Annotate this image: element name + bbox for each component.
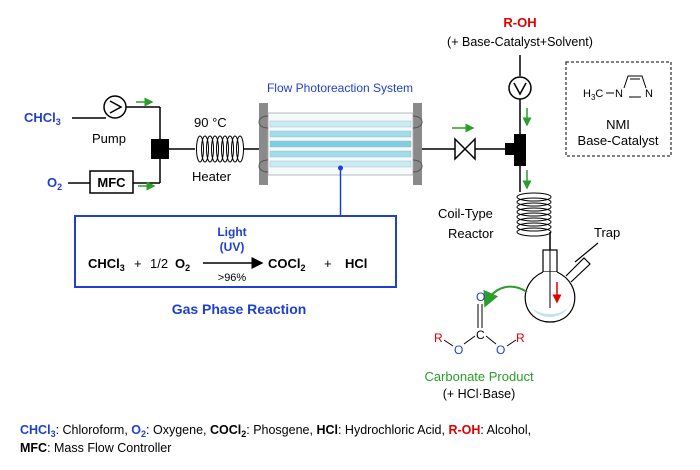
mixer-block: [151, 139, 169, 159]
trap-flask-icon: [524, 242, 599, 323]
coil-label-2: Reactor: [448, 226, 494, 241]
roh-additives: (+ Base-Catalyst+Solvent): [447, 35, 593, 49]
heater-coil-icon: [196, 135, 244, 163]
svg-text:O: O: [496, 343, 505, 357]
pump-label: Pump: [92, 131, 126, 146]
flow-system-title: Flow Photoreaction System: [267, 81, 413, 95]
svg-text:N: N: [615, 88, 623, 100]
plus-1: +: [134, 256, 142, 271]
carbonate-structure: O C O O R R: [434, 290, 525, 357]
legend-line-1: CHCl3: Chloroform, O2: Oxygene, COCl2: P…: [20, 423, 531, 439]
svg-text:C: C: [476, 328, 485, 342]
legend-line-2: MFC: Mass Flow Controller: [20, 441, 171, 455]
plus-2: +: [324, 256, 332, 271]
coef-half: 1/2: [150, 256, 168, 271]
reaction-caption: Gas Phase Reaction: [172, 301, 307, 317]
coil-label-1: Coil-Type: [438, 206, 493, 221]
chcl3-label: CHCl3: [24, 110, 61, 127]
coil-reactor-icon: [516, 192, 552, 237]
photoreactor-unit: [258, 103, 423, 185]
product-byproduct: (+ HCl·Base): [443, 387, 516, 401]
condition-light: Light: [217, 225, 246, 239]
heater-label: Heater: [192, 169, 232, 184]
reactant-o2: O2: [175, 256, 190, 273]
valve-icon: [454, 137, 476, 161]
trap-label: Trap: [594, 225, 620, 240]
mfc-box: [89, 170, 134, 194]
tee-junction: [505, 134, 526, 166]
svg-text:O: O: [476, 290, 485, 304]
pump-icon: [103, 95, 127, 119]
nmi-abbr: NMI: [606, 117, 630, 132]
svg-text:N: N: [645, 88, 653, 100]
svg-text:H3C: H3C: [583, 88, 603, 102]
condition-uv: (UV): [220, 240, 245, 254]
product-label: Carbonate Product: [424, 369, 534, 384]
svg-text:R: R: [516, 331, 525, 345]
reactant-chcl3: CHCl3: [88, 256, 125, 273]
product-hcl: HCl: [345, 256, 367, 271]
svg-text:O: O: [454, 343, 463, 357]
reaction-box: [74, 215, 397, 288]
roh-pump-icon: [508, 76, 532, 100]
product-cocl2: COCl2: [268, 256, 306, 273]
svg-text:R: R: [434, 331, 443, 345]
nmi-box: [565, 61, 672, 157]
mfc-label: MFC: [97, 175, 126, 190]
temp-label: 90 °C: [194, 115, 227, 130]
yield-label: >96%: [218, 272, 247, 284]
o2-label: O2: [47, 175, 62, 192]
nmi-desc: Base-Catalyst: [578, 133, 659, 148]
roh-label: R-OH: [503, 15, 536, 30]
nmi-structure: H3C N N: [583, 75, 653, 102]
product-arrow: [483, 285, 528, 308]
